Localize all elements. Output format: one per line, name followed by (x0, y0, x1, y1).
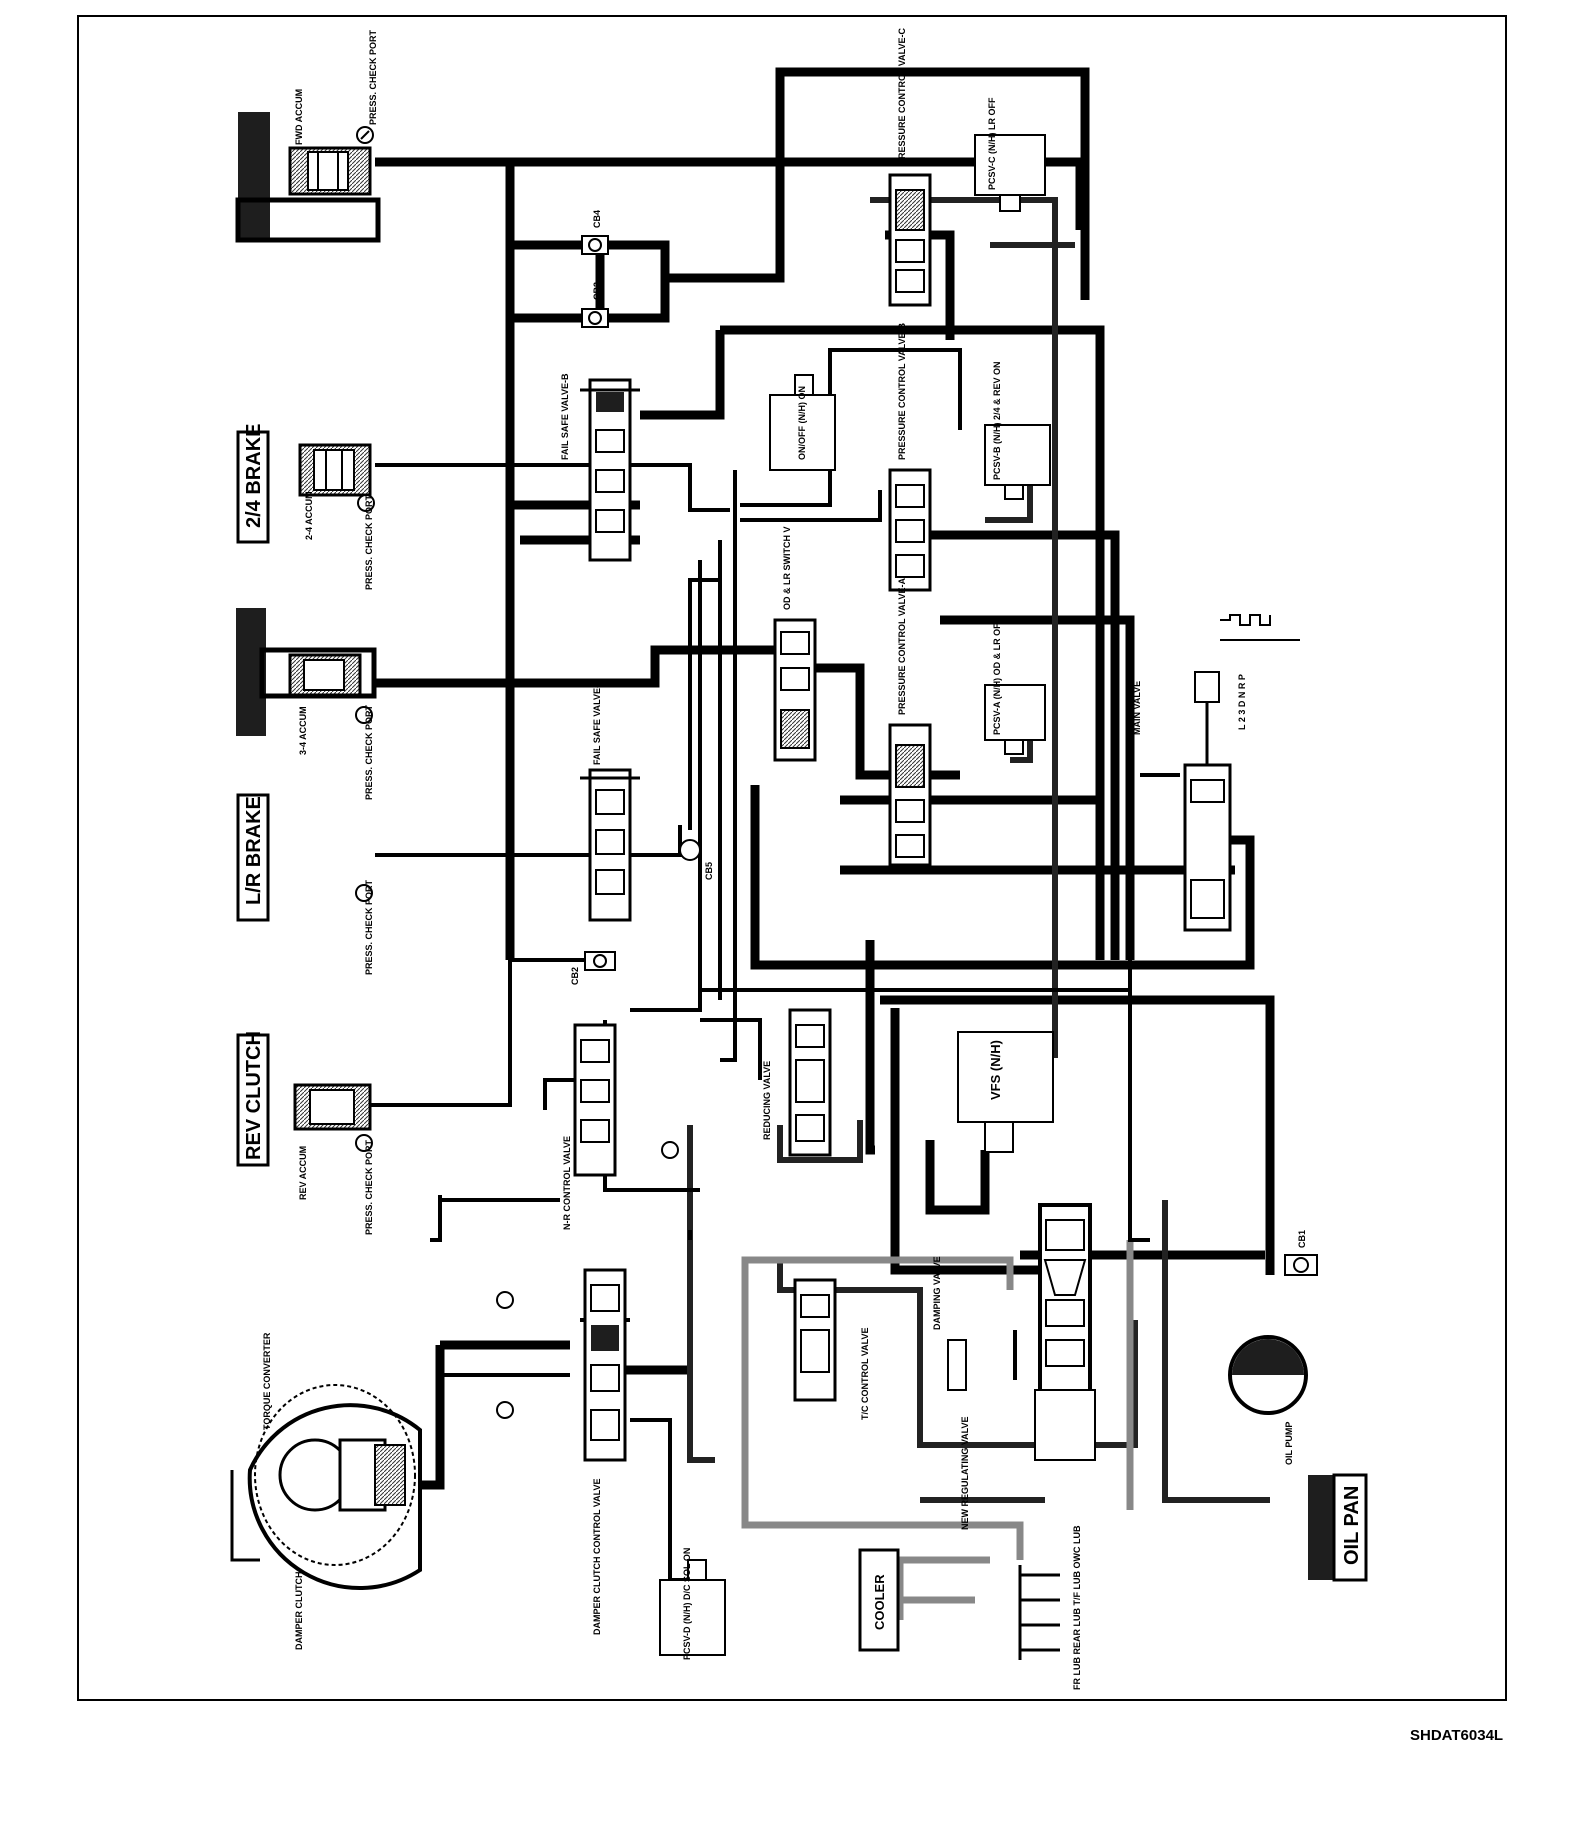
damping-valve (947, 1339, 967, 1391)
rev-clutch-label: REV CLUTCH (243, 1031, 265, 1160)
new-regulating-valve (1034, 1203, 1096, 1461)
damper-clutch-control-valve (583, 1268, 627, 1462)
fwd-clutch-block (238, 112, 270, 240)
brake-24-label: 2/4 BRAKE (243, 424, 265, 528)
pcsv-a-label: PCSV-A (N/H) OD & LR OFF (992, 617, 1002, 735)
check-ball-cb3 (581, 308, 609, 328)
reducing-valve (788, 1008, 832, 1157)
pressure-control-valve-a (888, 723, 932, 867)
on-off-label: ON/OFF (N/H) ON (797, 386, 807, 460)
check-port-rev-label: PRESS. CHECK PORT (364, 1139, 374, 1235)
pcsv-b-solenoid (984, 424, 1051, 500)
pcsv-c-label: PCSV-C (N/H) LR OFF (987, 97, 997, 190)
oil-pan-block (1308, 1475, 1334, 1580)
pcsv-c-solenoid (974, 134, 1046, 212)
brake-24-box (236, 430, 270, 544)
pcsv-d-label: PCSV-D (N/H) D/C SOL ON (682, 1548, 692, 1660)
lub-outlets-label: FR LUB REAR LUB T/F LUB OWC LUB (1072, 1525, 1082, 1690)
fwd-accum-label: FWD ACCUM (294, 89, 304, 145)
shift-positions-label: L 2 3 D N R P (1237, 674, 1247, 730)
rev-accum (293, 1083, 372, 1131)
main-valve (1183, 671, 1232, 932)
pressure-control-valve-c (888, 173, 932, 307)
cb2-label: CB2 (570, 967, 580, 985)
lr-brake-box (236, 793, 270, 922)
check-ball-cb2 (584, 951, 616, 971)
fail-safe-a-label: FAIL SAFE VALVE-A (592, 678, 602, 765)
check-ball-cb5 (679, 839, 701, 861)
fwd-check-port-label: PRESS. CHECK PORT (368, 29, 378, 125)
cb4-label: CB4 (592, 210, 602, 228)
new-regulating-label: NEW REGULATING VALVE (960, 1417, 970, 1531)
rev-clutch-box (236, 1033, 270, 1167)
vfs-solenoid (957, 1031, 1054, 1153)
component-labels: FWD ACCUM PRESS. CHECK PORT CB4 CB3 PRES… (262, 27, 1307, 1690)
od-lr-label: OD & LR SWITCH V (782, 527, 792, 611)
cb1-label: CB1 (1297, 1230, 1307, 1248)
shift-detent-icon (1220, 614, 1300, 641)
dcc-gauge-top-icon (496, 1291, 514, 1309)
diagram-frame (77, 15, 1507, 1701)
fail-safe-valve-a (580, 768, 640, 922)
dcc-valve-label: DAMPER CLUTCH CONTROL VALVE (592, 1479, 602, 1636)
lr-brake-label: L/R BRAKE (243, 796, 265, 905)
thin-fluid-lines (370, 348, 1180, 1582)
lr-gauge-icon (355, 884, 373, 902)
on-off-solenoid (769, 374, 836, 471)
nr-control-label: N-R CONTROL VALVE (562, 1136, 572, 1230)
cb5-label: CB5 (704, 862, 714, 880)
torque-converter (230, 1384, 422, 1590)
check-ball-cb4 (581, 235, 609, 255)
rev-accum-label: REV ACCUM (298, 1146, 308, 1200)
nr-control-valve (573, 1023, 617, 1177)
od-lr-switch-valve (773, 618, 817, 762)
fail-safe-valve-b (580, 378, 640, 562)
reducing-gauge-icon (661, 1141, 679, 1159)
accum-24 (298, 443, 372, 497)
check-ball-cb1 (1284, 1254, 1318, 1276)
accum-24-label: 2-4 ACCUM (304, 491, 314, 540)
vfs-label: VFS (N/H) (988, 1040, 1003, 1100)
fwd-clutch-base (235, 197, 381, 243)
accum-34-label: 3-4 ACCUM (298, 706, 308, 755)
cooler (858, 1548, 900, 1652)
fwd-accumulator (288, 146, 372, 196)
main-valve-label: MAIN VALVE (1132, 681, 1142, 735)
rev-gauge-icon (355, 1134, 373, 1152)
oil-pan-label: OIL PAN (1341, 1486, 1363, 1565)
cooler-label: COOLER (872, 1574, 887, 1630)
torque-converter-label: TORQUE CONVERTER (262, 1332, 272, 1430)
damping-valve-label: DAMPING VALVE (932, 1256, 942, 1330)
pcv-b-label: PRESSURE CONTROL VALVE-B (897, 322, 907, 460)
dcc-gauge-bottom-icon (496, 1401, 514, 1419)
damper-clutch-label: DAMPER CLUTCH (294, 1572, 304, 1651)
pcsv-b-label: PCSV-B (N/H) 2/4 & REV ON (992, 361, 1002, 480)
check-port-34-label: PRESS. CHECK PORT (364, 704, 374, 800)
lube-outlets (1018, 1565, 1060, 1660)
pcv-c-label: PRESSURE CONTROL VALVE-C (897, 27, 907, 165)
tc-control-label: T/C CONTROL VALVE (860, 1327, 870, 1420)
tc-control-valve (793, 1278, 837, 1402)
oil-pump-label: OIL PUMP (1284, 1422, 1294, 1465)
cb3-label: CB3 (592, 282, 602, 300)
thick-fluid-lines (372, 67, 1275, 1490)
check-port-lr-label: PRESS. CHECK PORT (364, 879, 374, 975)
drawing-code: SHDAT6034L (1410, 1727, 1503, 1744)
pressure-control-valve-b (888, 468, 932, 592)
accum-24-gauge-icon (357, 494, 375, 512)
oil-pan-box (1332, 1473, 1368, 1582)
check-port-24-label: PRESS. CHECK PORT (364, 494, 374, 590)
pcsv-a-solenoid (984, 684, 1046, 755)
accum-34 (288, 653, 362, 697)
accum-34-gauge-icon (355, 706, 373, 724)
pcsv-d-solenoid (659, 1559, 726, 1656)
pcv-a-label: PRESSURE CONTROL VALVE-A (897, 577, 907, 715)
fail-safe-b-label: FAIL SAFE VALVE-B (560, 373, 570, 460)
reducing-valve-label: REDUCING VALVE (762, 1061, 772, 1140)
